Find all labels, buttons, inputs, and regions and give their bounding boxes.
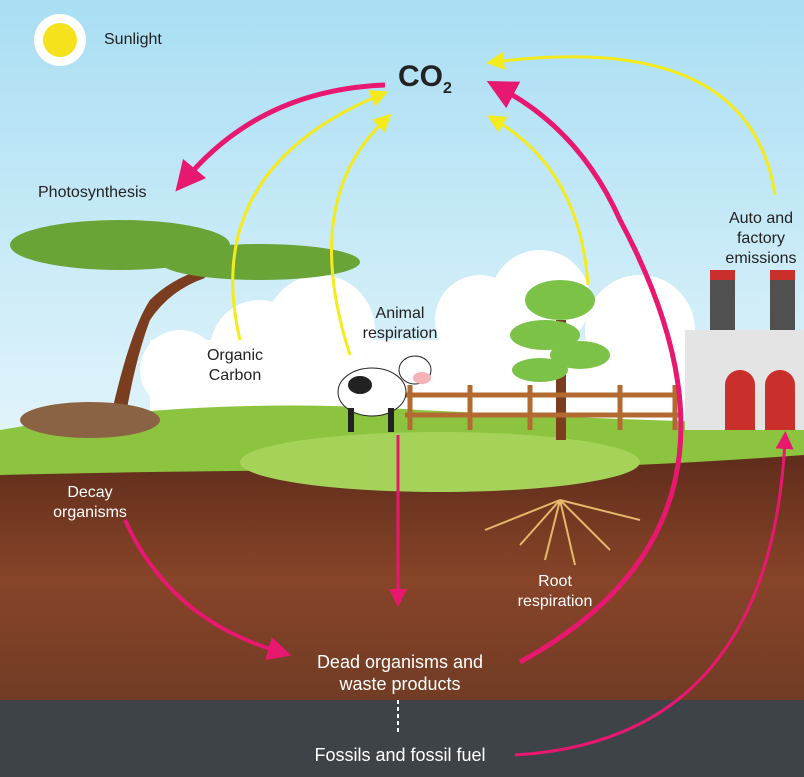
animal-line: respiration [362, 325, 438, 342]
bedrock [0, 700, 804, 777]
arrow-co2-to-photosynthesis [175, 82, 386, 192]
emissions-label: Auto and factory emissions [716, 209, 804, 269]
arrow-dead-to-co2 [486, 81, 684, 665]
emissions-line: Auto and [728, 210, 794, 227]
photosynthesis-label: Photosynthesis [38, 184, 147, 201]
meadow [240, 432, 640, 492]
factory [685, 270, 804, 430]
arrow-emissions-to-co2 [486, 51, 777, 196]
root-line: respiration [517, 593, 593, 610]
dead-line: waste products [339, 674, 461, 694]
decay-organisms-label: Decay organisms [40, 483, 140, 523]
acacia-tree [10, 220, 360, 438]
sun-icon [34, 14, 86, 66]
arrow-fossil-to-emissions [514, 431, 794, 757]
cow [337, 355, 432, 432]
arrow-decay-to-dead [123, 519, 292, 661]
decay-line: organisms [53, 504, 127, 521]
co2-label: CO2 [398, 60, 452, 98]
emissions-line: factory [736, 230, 785, 247]
arrow-animal-to-co2 [330, 113, 392, 356]
fence [405, 385, 680, 430]
arrow-organic-to-co2 [231, 90, 389, 341]
release-arrows [123, 81, 794, 757]
arrow-root-to-co2 [487, 115, 590, 286]
sunlight-label: Sunlight [104, 31, 162, 48]
dead-line: Dead organisms and [316, 652, 484, 672]
fossils-label: Fossils and fossil fuel [314, 745, 486, 765]
small-tree [510, 280, 610, 440]
roots [484, 499, 641, 566]
organic-line: Organic [206, 347, 264, 364]
root-line: Root [538, 573, 572, 590]
animal-line: Animal [375, 305, 425, 322]
uptake-arrows [231, 51, 777, 356]
root-respiration-label: Root respiration [500, 572, 610, 612]
emissions-line: emissions [725, 250, 797, 267]
decay-line: Decay [67, 484, 113, 501]
co2-subscript: 2 [443, 80, 452, 97]
organic-line: Carbon [208, 367, 262, 384]
co2-main: CO [398, 60, 443, 93]
animal-respiration-label: Animal respiration [345, 304, 455, 344]
